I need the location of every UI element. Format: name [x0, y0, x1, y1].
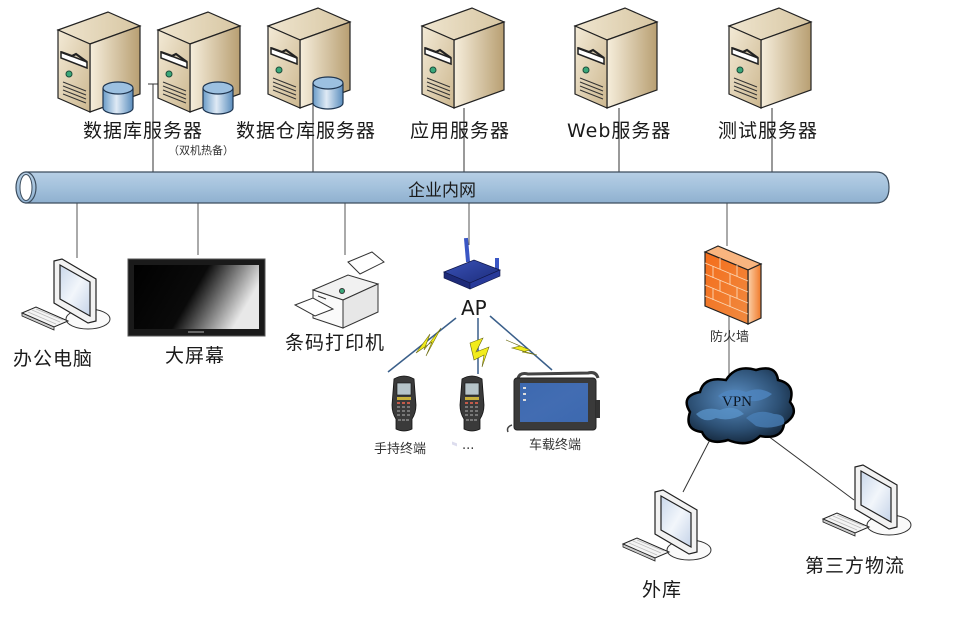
third-party-logistics-label: 第三方物流	[805, 555, 906, 577]
wireless-link	[489, 315, 553, 371]
db-server-sublabel: （双机热备）	[168, 144, 234, 157]
handheld-terminal-icon	[391, 375, 417, 432]
server-test	[727, 6, 813, 110]
server-web	[573, 6, 659, 110]
third-party-logistics-pc-icon	[822, 464, 912, 537]
vehicle-terminal-label: 车载终端	[529, 437, 582, 452]
link-vpn-3pl	[759, 429, 855, 501]
lightning-icon	[469, 337, 490, 368]
firewall-icon	[703, 245, 763, 325]
wireless-links	[387, 315, 553, 374]
dw-server-label: 数据仓库服务器	[236, 120, 377, 142]
database-icon	[102, 81, 134, 115]
ap-label: AP	[461, 296, 487, 320]
client-links	[76, 203, 855, 501]
database-icon	[312, 76, 344, 110]
database-icon	[202, 81, 234, 115]
office-pc-label: 办公电脑	[13, 348, 94, 370]
office-pc-icon	[21, 258, 111, 331]
test-server-label: 测试服务器	[718, 120, 819, 142]
db-server-label: 数据库服务器	[83, 120, 204, 142]
barcode-printer-label: 条码打印机	[285, 332, 386, 354]
lightning-icon	[415, 327, 442, 357]
external-warehouse-pc-icon	[622, 489, 712, 562]
big-screen-icon	[127, 258, 266, 337]
web-server-label: Web服务器	[567, 120, 672, 142]
vpn-cloud-icon	[685, 367, 796, 445]
big-screen-label: 大屏幕	[165, 345, 226, 367]
handheld-terminal-icon	[459, 375, 485, 432]
app-server-label: 应用服务器	[410, 120, 511, 142]
network-label: 企业内网	[408, 181, 476, 201]
access-point-icon	[442, 237, 502, 447]
vehicle-terminal-icon	[506, 371, 600, 433]
handheld-terminal-label: 手持终端	[374, 441, 427, 456]
server-app	[420, 6, 506, 110]
barcode-printer-icon	[293, 251, 385, 329]
ellipsis-label: ...	[462, 438, 475, 453]
external-warehouse-label: 外库	[642, 579, 683, 601]
vpn-label: VPN	[722, 394, 753, 410]
lightning-icon	[505, 339, 538, 356]
firewall-label: 防火墙	[710, 329, 750, 344]
enterprise-network-pipe	[15, 171, 890, 204]
